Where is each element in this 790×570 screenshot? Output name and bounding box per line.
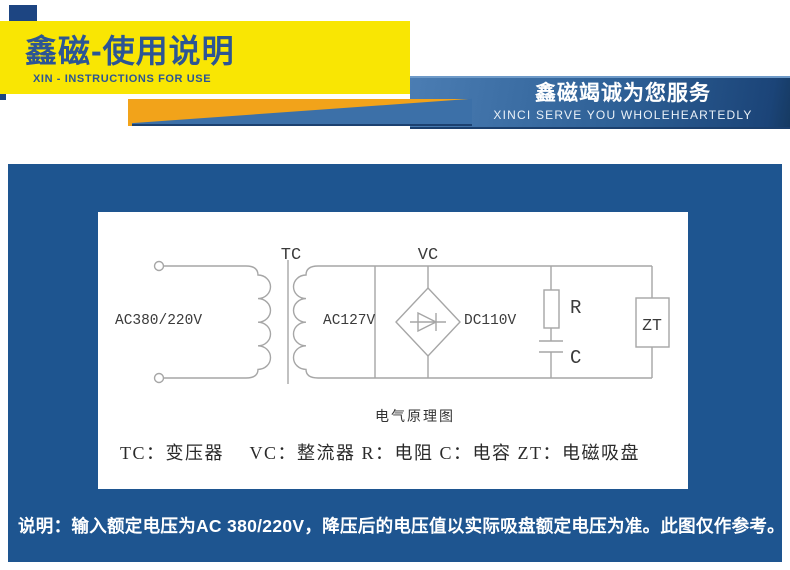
input-terminal-bottom-icon	[153, 372, 165, 384]
content-panel: TC VC AC380/220V AC127V DC110V R C ZT 电气…	[8, 164, 785, 562]
usage-note: 说明：输入额定电压为AC 380/220V，降压后的电压值以实际吸盘额定电压为准…	[18, 516, 785, 536]
brand-header: 鑫磁-使用说明 XIN - INSTRUCTIONS FOR USE	[0, 21, 410, 94]
wedge-underline	[132, 123, 472, 126]
schematic-box: TC VC AC380/220V AC127V DC110V R C ZT 电气…	[98, 212, 688, 489]
diode-icon	[410, 311, 446, 333]
schematic-legend: TC：变压器 VC：整流器 R：电阻 C：电容 ZT：电磁吸盘	[120, 443, 641, 463]
label-secondary-voltage: AC127V	[323, 313, 376, 329]
brand-title: 鑫磁-使用说明	[25, 33, 235, 69]
chuck-box-icon	[635, 297, 670, 348]
left-edge-accent-square	[0, 91, 6, 100]
circuit-diagram: TC VC AC380/220V AC127V DC110V R C ZT	[115, 246, 670, 384]
label-capacitor: C	[570, 347, 581, 369]
schematic-caption: 电气原理图	[375, 410, 455, 425]
label-resistor: R	[570, 297, 581, 319]
brand-subtitle: XIN - INSTRUCTIONS FOR USE	[33, 73, 212, 85]
label-transformer: TC	[281, 246, 301, 265]
service-banner: 鑫磁竭诚为您服务 XINCI SERVE YOU WHOLEHEARTEDLY	[410, 76, 790, 129]
label-dc-output: DC110V	[464, 313, 517, 329]
service-title: 鑫磁竭诚为您服务	[535, 82, 711, 105]
transformer-secondary-winding-icon	[292, 265, 375, 379]
label-rectifier: VC	[418, 246, 438, 265]
transformer-primary-winding-icon	[164, 265, 272, 379]
label-primary-voltage: AC380/220V	[115, 313, 202, 329]
label-magnetic-chuck: ZT	[642, 316, 662, 335]
bridge-rectifier-diamond-icon	[395, 286, 461, 358]
input-terminal-top-icon	[153, 260, 165, 272]
service-subtitle: XINCI SERVE YOU WHOLEHEARTEDLY	[493, 108, 753, 122]
circuit-rails	[374, 265, 652, 379]
corner-accent-square	[9, 5, 37, 26]
service-banner-text: 鑫磁竭诚为您服务 XINCI SERVE YOU WHOLEHEARTEDLY	[480, 81, 766, 123]
capacitor-symbol-icon	[539, 340, 563, 353]
resistor-symbol-icon	[543, 289, 560, 329]
